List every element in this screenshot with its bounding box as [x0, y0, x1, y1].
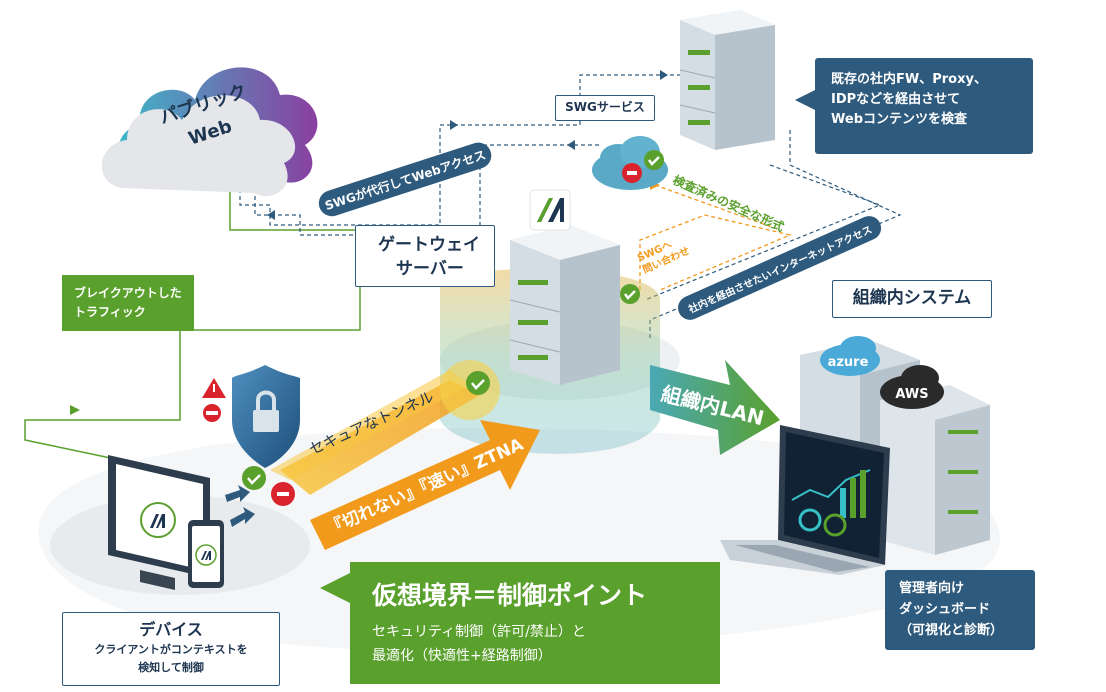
gateway-server [440, 189, 660, 454]
lock-icon [253, 410, 279, 432]
existing-infra-callout: 既存の社内FW、Proxy、 IDPなどを経由させて Webコンテンツを検査 [815, 58, 1033, 154]
gateway-line2: サーバー [396, 259, 464, 279]
org-system-callout: 組織内システム [832, 280, 992, 318]
virtual-boundary-line2: 最適化（快適性+経路制御） [372, 648, 552, 664]
gateway-callout: ゲートウェイ サーバー [355, 225, 495, 287]
existing-line1: 既存の社内FW、Proxy、 [831, 72, 987, 87]
swg-inquiry-label: SWGへ 問い合わせ [636, 239, 691, 276]
dashboard-callout: 管理者向け ダッシュボード （可視化と診断） [885, 570, 1035, 650]
public-web-cloud: パブリック Web [101, 67, 318, 197]
virtual-boundary-line1: セキュリティ制御（許可/禁止）と [372, 624, 586, 640]
aws-badge-label: AWS [895, 387, 928, 402]
virtual-boundary-callout: 仮想境界＝制御ポイント セキュリティ制御（許可/禁止）と 最適化（快適性+経路制… [350, 562, 720, 684]
existing-line2: IDPなどを経由させて [831, 92, 961, 107]
swg-check-icon [644, 150, 664, 170]
virtual-boundary-pointer [320, 572, 352, 604]
swg-inquiry-line [639, 214, 793, 291]
dashboard-line1: 管理者向け [899, 581, 965, 596]
azure-badge-label: azure [828, 355, 869, 370]
swg-proxy-badge: SWGが代行してWebアクセス [318, 142, 492, 217]
breakout-callout: ブレイクアウトした トラフィック [62, 275, 194, 331]
dashboard-line3: （可視化と診断） [899, 623, 1004, 638]
virtual-boundary-title: 仮想境界＝制御ポイント [372, 581, 648, 610]
org-system-label: 組織内システム [852, 288, 972, 308]
device-check-icon [242, 466, 266, 490]
inspected-label: 検査済みの安全な形式 [671, 172, 787, 235]
swg-proxy-label: SWGが代行してWebアクセス [323, 147, 488, 213]
swg-service-cloud [592, 136, 668, 190]
existing-line3: Webコンテンツを検査 [831, 112, 967, 127]
existing-callout-pointer [795, 90, 815, 110]
device-title: デバイス [139, 620, 203, 639]
swg-service-label: SWGサービス [565, 100, 645, 114]
device-callout: デバイス クライアントがコンテキストを 検知して制御 [62, 612, 280, 686]
breakout-line1: ブレイクアウトした [74, 286, 182, 300]
security-shield [202, 365, 300, 506]
gateway-line1: ゲートウェイ [378, 235, 480, 255]
device-line2: 検知して制御 [138, 661, 204, 674]
internal-access-line [649, 130, 902, 340]
client-devices [108, 455, 255, 590]
swg-service-callout: SWGサービス [555, 95, 655, 121]
device-line1: クライアントがコンテキストを [94, 643, 248, 656]
tunnel-check-icon [466, 371, 490, 395]
gateway-check-icon [620, 284, 640, 304]
dashboard-line2: ダッシュボード [899, 602, 991, 617]
breakout-line2: トラフィック [74, 305, 146, 319]
admin-laptop [720, 425, 890, 575]
existing-server-stack [679, 10, 775, 150]
